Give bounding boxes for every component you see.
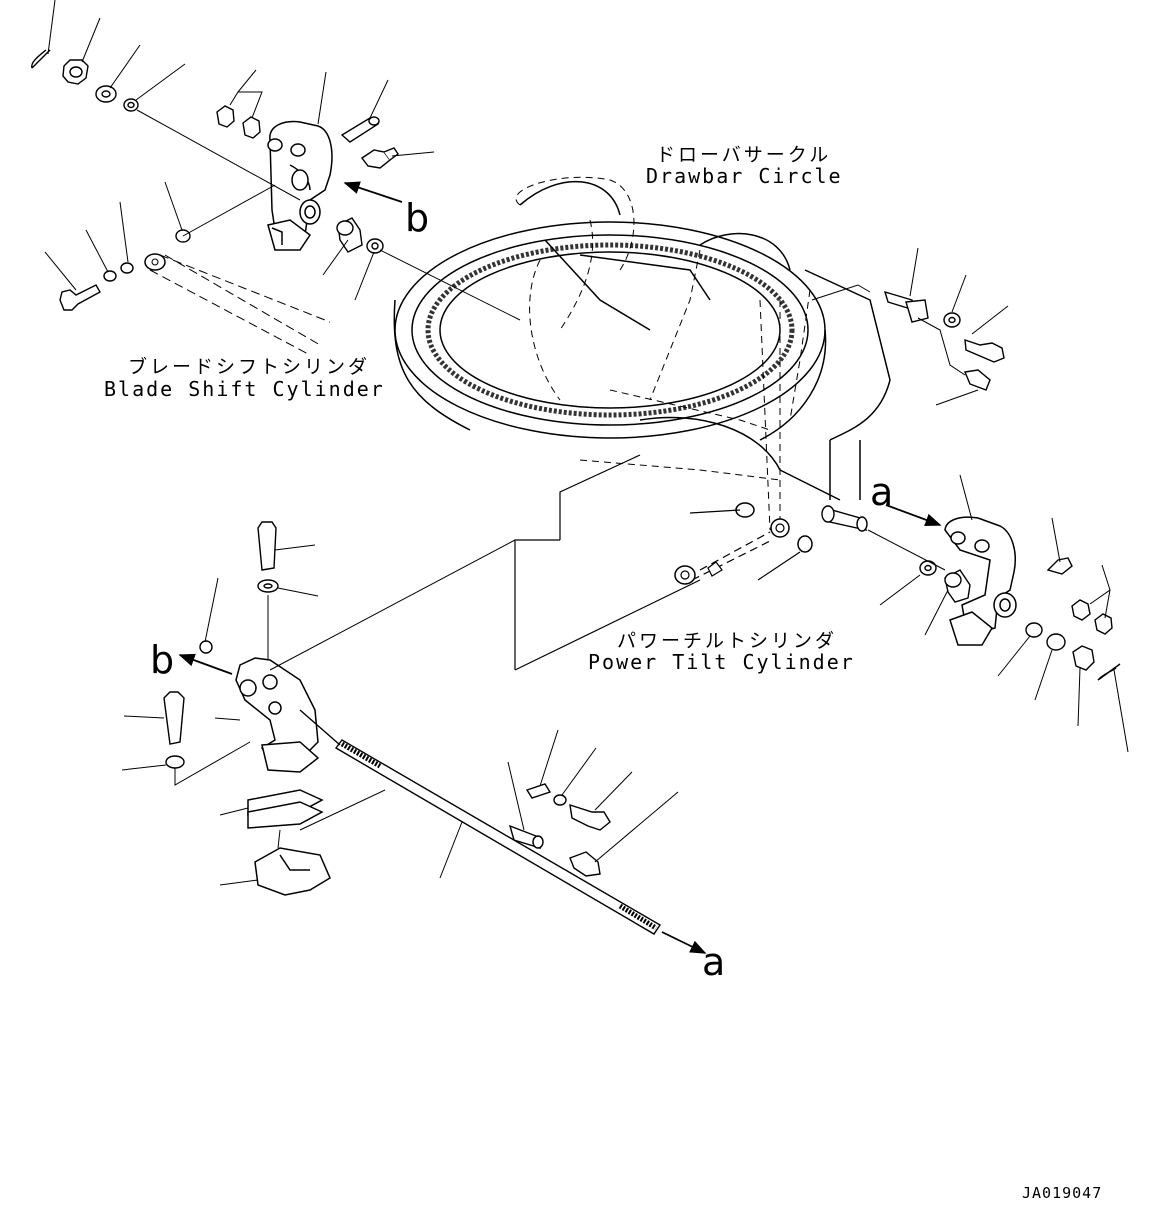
lower-left-bracket [236,658,330,895]
right-bracket [945,517,1016,645]
drawbar-circle-label-en: Drawbar Circle [646,164,843,188]
ref-letter-b-left: b [150,638,175,682]
blade-shift-cylinder [145,254,330,355]
rod-hardware [510,784,610,876]
ref-letter-a-bottom: a [702,940,726,984]
ref-arrow-a-right [886,505,942,527]
right-hardware [822,292,1120,680]
rod-leaders [508,730,678,862]
threaded-rod [300,710,660,934]
upper-left-bracket [268,122,332,250]
drawbar-hidden-lines [516,177,810,530]
lower-left-hardware [164,522,278,768]
ref-arrow-a-bottom [662,932,707,953]
ref-letter-a-right: a [870,470,894,514]
blade-shift-cylinder-label-jp: ブレードシフトシリンダ [128,356,371,378]
ref-arrow-b-left [178,653,232,674]
power-tilt-cylinder-label-en: Power Tilt Cylinder [588,650,855,674]
upper-left-leaders [45,0,520,320]
blade-shift-cylinder-label-en: Blade Shift Cylinder [104,377,385,401]
drawbar-circle-label-jp: ドローバサークル [656,144,832,166]
ref-letter-b-upper: b [405,196,430,240]
right-leaders [812,248,1128,752]
ref-arrow-b-upper [343,181,402,202]
drawing-code: JA019047 [1022,1184,1103,1202]
drawbar-circle [394,182,890,500]
power-tilt-cylinder [515,455,812,670]
lower-left-leaders [122,540,515,885]
power-tilt-cylinder-label-jp: パワーチルトシリンダ [617,630,838,652]
upper-left-hardware [32,50,398,310]
